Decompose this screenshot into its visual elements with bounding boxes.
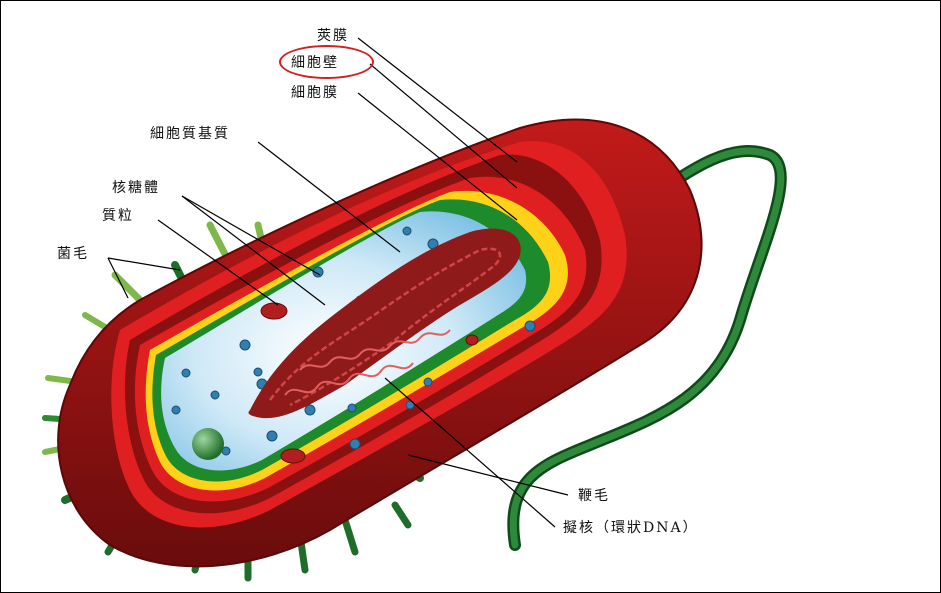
label-cell-membrane: 細胞膜 — [291, 85, 339, 101]
label-pili: 菌毛 — [57, 246, 89, 262]
label-capsule: 莢膜 — [317, 28, 349, 44]
label-flagellum: 鞭毛 — [578, 488, 610, 504]
label-granule: 質粒 — [102, 208, 134, 224]
inclusion-body — [192, 428, 224, 460]
cell-wall-highlight-ring — [279, 45, 374, 79]
leader-lines — [107, 37, 569, 528]
label-ribosome: 核糖體 — [112, 180, 160, 196]
label-nucleoid: 擬核（環狀DNA） — [563, 520, 699, 536]
label-cell-wall: 細胞壁 — [291, 55, 339, 71]
nucleoid-dna — [248, 228, 521, 419]
label-cytoplasm: 細胞質基質 — [150, 126, 230, 142]
plasmids — [260, 302, 479, 464]
